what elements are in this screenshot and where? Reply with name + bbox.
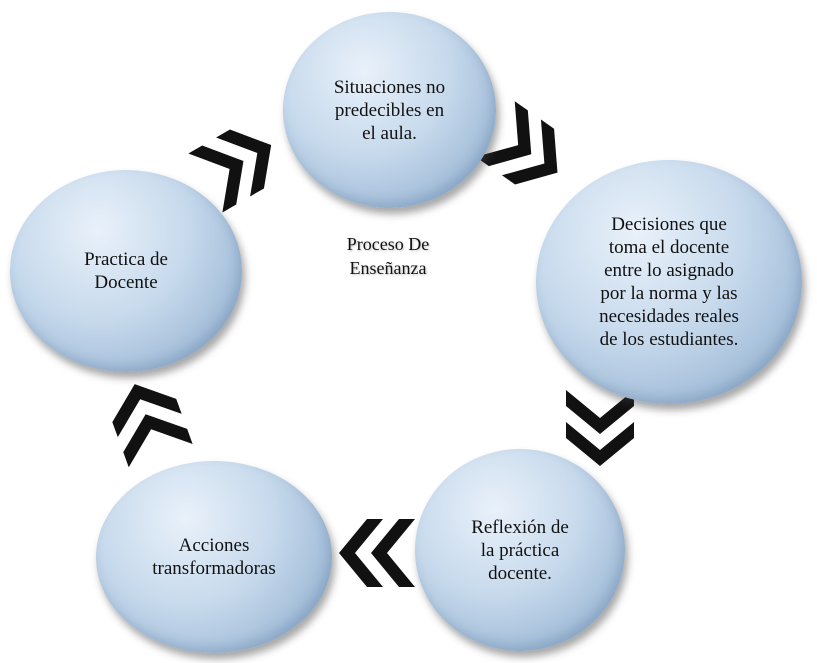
- node-reflexion: Reflexión de la práctica docente.: [415, 449, 625, 651]
- center-label: Proceso De Enseñanza: [346, 234, 430, 278]
- node-label: Situaciones no predecibles en el aula.: [333, 76, 446, 144]
- connector-n5-n1: [188, 129, 272, 213]
- node-label: Practica de Docente: [84, 249, 168, 293]
- connector-n3-n4: [339, 519, 415, 587]
- node-practica: Practica de Docente: [10, 170, 242, 372]
- node-situaciones: Situaciones no predecibles en el aula.: [283, 12, 496, 208]
- node-label: Acciones transformadoras: [152, 535, 276, 579]
- connector-n2-n3: [566, 390, 634, 466]
- node-label: Decisiones que toma el docente entre lo …: [599, 214, 739, 350]
- node-acciones: Acciones transformadoras: [96, 461, 332, 653]
- node-label: Reflexión de la práctica docente.: [471, 516, 569, 584]
- connector-n1-n2: [475, 101, 558, 185]
- node-decisiones: Decisiones que toma el docente entre lo …: [536, 160, 802, 404]
- connector-n4-n5: [112, 384, 193, 468]
